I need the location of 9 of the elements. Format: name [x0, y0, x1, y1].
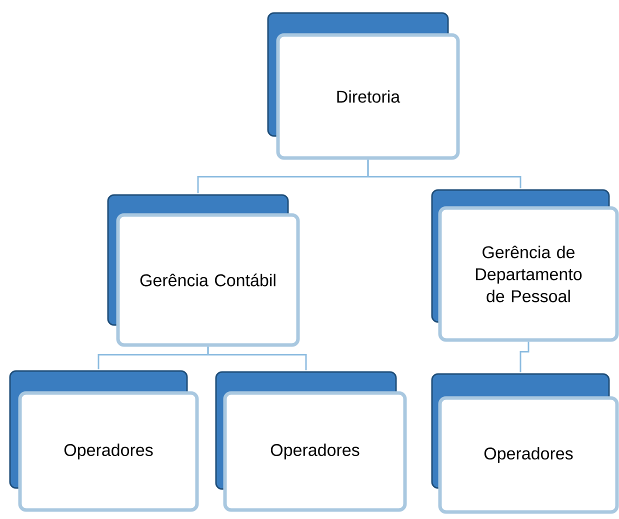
org-box: Operadores [9, 370, 199, 512]
org-box: Gerência de Departamento de Pessoal [431, 189, 619, 342]
connector-line [207, 346, 307, 370]
connector-line [520, 342, 530, 372]
org-box: Gerência Contábil [107, 194, 300, 347]
org-box: Diretoria [267, 12, 460, 160]
connector-line [367, 160, 522, 188]
org-box: Operadores [215, 371, 407, 512]
org-box: Operadores [431, 373, 619, 514]
